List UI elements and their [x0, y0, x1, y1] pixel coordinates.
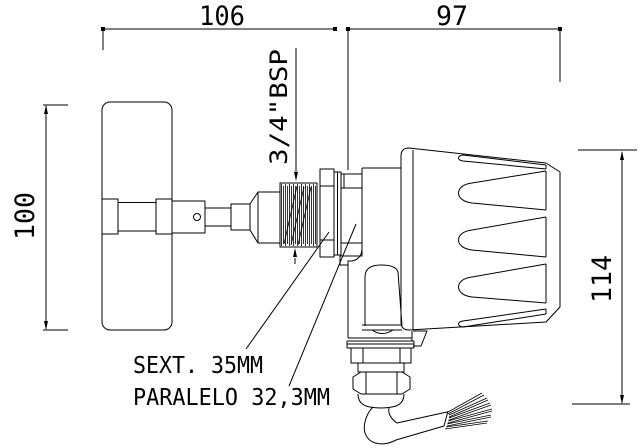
- dim-106-lines: [102, 28, 335, 50]
- thread-size-label: 3/4"BSP: [265, 49, 293, 165]
- dim-tick: [333, 27, 337, 31]
- neck-steps: [341, 174, 362, 244]
- dim-arrow-up: [293, 248, 297, 257]
- cap-groove-top: [458, 154, 547, 170]
- dim-arrow-up: [44, 105, 48, 114]
- gland-plate: [346, 340, 415, 349]
- shaft-group: [171, 191, 281, 244]
- cap-groove-3: [458, 263, 547, 304]
- gland-nut-facets: [365, 372, 398, 394]
- body-outline: [347, 167, 413, 342]
- drive-shaft: [204, 207, 232, 227]
- cap-outline: [400, 147, 561, 331]
- thread-hatching: [281, 184, 316, 246]
- mount-group: [319, 168, 363, 266]
- leader-hex: [245, 231, 330, 350]
- dim-114-lines: [572, 149, 637, 405]
- gland-spacer: [357, 362, 405, 373]
- body-tab: [413, 330, 428, 347]
- shaft-collar: [230, 203, 251, 231]
- dim-114-label: 114: [587, 255, 618, 303]
- cable-gland-group: [346, 340, 415, 409]
- hex-flange-facets: [320, 185, 334, 241]
- gland-upper-hex-facets: [362, 348, 401, 363]
- dim-arrow-down: [620, 395, 624, 404]
- gland-dome: [357, 393, 405, 409]
- gland-upper-hex: [350, 347, 412, 364]
- paddle-clamp-left: [101, 198, 119, 235]
- dim-tick: [346, 27, 350, 31]
- paddle-clamp-right: [155, 198, 173, 235]
- cap-groove-bottom: [458, 308, 547, 328]
- dim-106-label: 106: [199, 1, 245, 32]
- dim-100-lines: [43, 104, 68, 331]
- dim-arrow-up: [620, 151, 624, 160]
- dim-100-label: 100: [10, 192, 41, 240]
- paddle-blade: [101, 101, 173, 331]
- dim-tick: [101, 27, 105, 31]
- shaft-flare-cone: [249, 191, 259, 244]
- dim-tick: [558, 27, 562, 31]
- leader-parallel: [288, 223, 357, 387]
- dim-97-lines: [347, 28, 561, 170]
- paddle-sleeve: [118, 202, 156, 232]
- cap-groove-2: [458, 216, 547, 258]
- dim-arrow-down: [44, 321, 48, 330]
- dimension-lines: [43, 27, 637, 405]
- cable-sheath: [363, 406, 449, 445]
- hub-pin-hole: [193, 213, 201, 221]
- thread-group: [279, 182, 318, 248]
- leader-lines: [245, 223, 357, 387]
- paddle-group: [101, 101, 173, 331]
- cable-wires: [444, 392, 493, 430]
- dim-arrow-down: [294, 172, 298, 181]
- thread-outline: [279, 182, 318, 248]
- body-boss: [362, 264, 403, 334]
- neck-foot: [339, 255, 348, 266]
- hex-flange: [319, 168, 335, 258]
- parallel-size-label: PARALELO 32,3MM: [133, 385, 330, 411]
- housing-cap-group: [400, 147, 561, 331]
- housing-body-group: [347, 167, 428, 347]
- dim-97-label: 97: [436, 1, 468, 32]
- dim-bsp-lines: [294, 48, 297, 264]
- hex-size-label: SEXT. 35MM: [133, 353, 263, 379]
- cap-groove-1: [458, 170, 547, 211]
- shaft-cylinder: [257, 191, 281, 244]
- gland-nut: [352, 371, 411, 395]
- thread-profile-lines: [283, 185, 312, 246]
- cable-group: [363, 392, 493, 445]
